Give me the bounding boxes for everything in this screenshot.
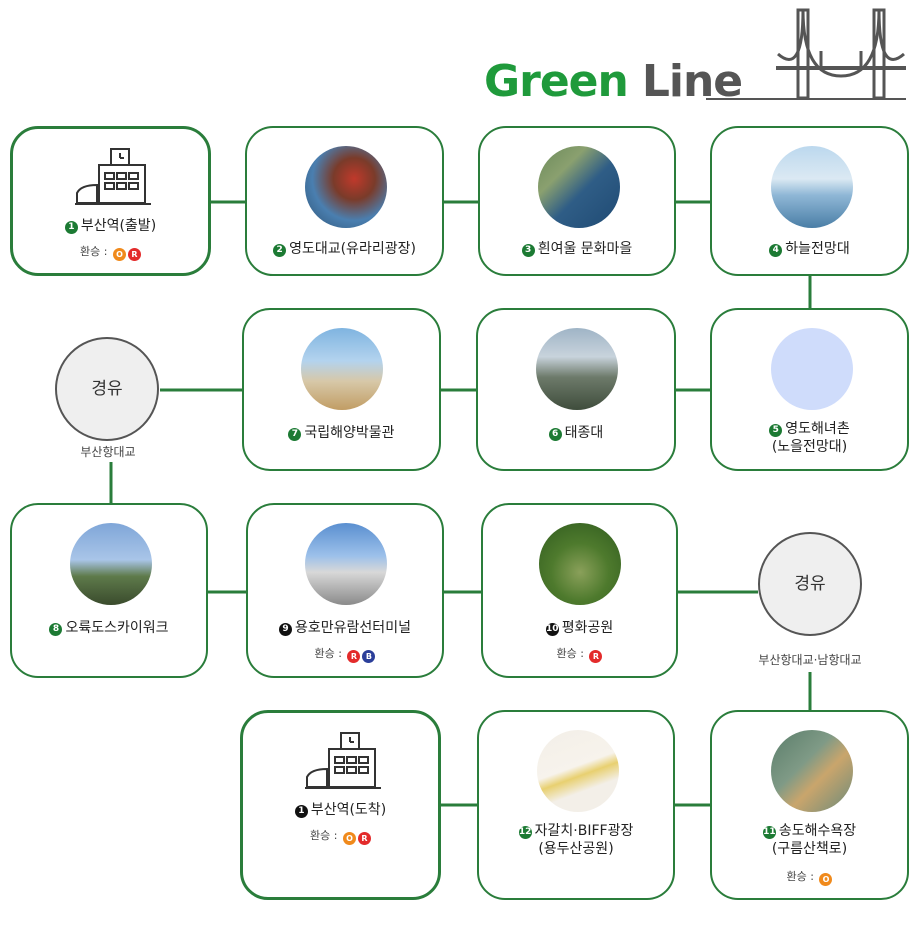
stop-name: 하늘전망대: [785, 241, 850, 257]
skywalk-photo: [771, 146, 853, 228]
terminal-photo: [305, 523, 387, 605]
stop-name: 영도대교(유라리광장): [289, 241, 416, 257]
transfer-badge-b: B: [362, 650, 376, 663]
stop-number-badge: 1: [294, 805, 308, 818]
stop-number-badge: 12: [518, 826, 532, 839]
stop-number-badge: 1: [64, 221, 78, 234]
skywalk-cliff-photo: [70, 523, 152, 605]
stop-number-badge: 4: [769, 244, 783, 257]
transfer-badge-r: R: [127, 248, 141, 261]
stop-name-line2: (용두산공원): [538, 841, 614, 857]
stop-name-line1: 영도해녀촌: [785, 421, 850, 437]
transfer-badge-r: R: [347, 650, 361, 663]
stop-name-line2: (노을전망대): [771, 439, 848, 455]
stop-name-line1: 자갈치·BIFF광장: [534, 823, 634, 839]
stop-name: 평화공원: [561, 620, 614, 636]
stop-name: 부산역(도착): [310, 802, 387, 818]
stop-name-line1: 송도해수욕장: [778, 823, 857, 839]
stop-number-badge: 11: [762, 826, 776, 839]
photo-placeholder: [771, 328, 853, 410]
transfer-info: 환승 : O: [712, 868, 907, 886]
title-green: Green: [484, 56, 629, 107]
transfer-info: 환승 : R: [483, 645, 676, 663]
train-station-icon: [75, 148, 151, 205]
bridge-photo: [305, 146, 387, 228]
stop-number-badge: 6: [548, 428, 562, 441]
via-caption-2: 부산항대교·남항대교: [758, 653, 862, 667]
cloud-walk-photo: [771, 730, 853, 812]
stop-number-badge: 2: [273, 244, 287, 257]
transfer-badge-o: O: [819, 873, 833, 886]
via-point-1: 경유: [55, 337, 159, 441]
transfer-badge-o: O: [112, 248, 126, 261]
train-station-icon: [305, 732, 381, 789]
stop-name: 용호만유람선터미널: [295, 620, 411, 636]
via-caption-1: 부산항대교: [80, 445, 136, 459]
transfer-badge-r: R: [589, 650, 603, 663]
stop-name: 국립해양박물관: [304, 425, 395, 441]
stop-number-badge: 3: [521, 244, 535, 257]
stop-number-badge: 7: [288, 428, 302, 441]
park-photo: [539, 523, 621, 605]
via-point-2: 경유: [758, 532, 862, 636]
stop-name: 오륙도스카이워크: [65, 620, 169, 636]
bridge-icon: [776, 8, 906, 100]
stop-name: 부산역(출발): [80, 218, 157, 234]
village-photo: [538, 146, 620, 228]
stop-number-badge: 5: [769, 424, 783, 437]
stop-number-badge: 9: [279, 623, 293, 636]
stop-number-badge: 10: [545, 623, 559, 636]
stop-number-badge: 8: [49, 623, 63, 636]
museum-photo: [301, 328, 383, 410]
stop-name-line2: (구름산책로): [771, 841, 848, 857]
lighthouse-photo: [536, 328, 618, 410]
map-photo: [537, 730, 619, 812]
stop-name: 태종대: [564, 425, 604, 441]
transfer-badge-o: O: [342, 832, 356, 845]
stop-name: 흰여울 문화마을: [537, 241, 633, 257]
transfer-badge-r: R: [357, 832, 371, 845]
